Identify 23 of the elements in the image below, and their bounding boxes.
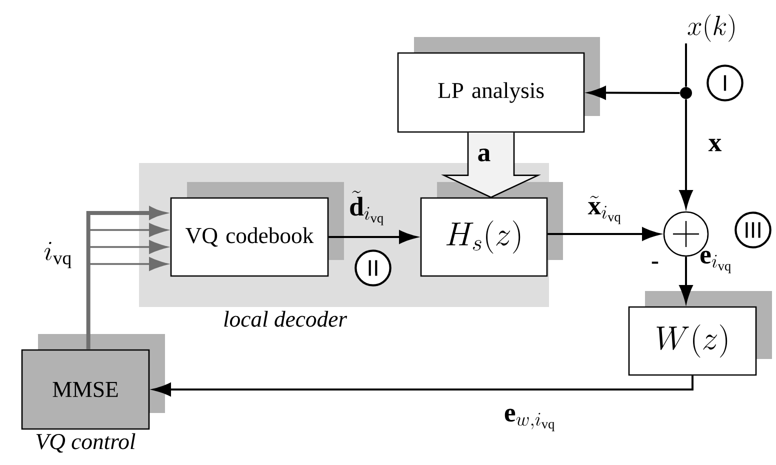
junction-dot bbox=[680, 87, 692, 99]
edge-label: $\tilde{\mathbf{d}}_{i_\mathrm{vq}}$ bbox=[350, 190, 384, 226]
block-box: MMSE VQ control bbox=[21, 334, 165, 453]
edge-label: $\mathbf{e}_{w,i_\mathrm{vq}}$ bbox=[504, 408, 554, 432]
block-box: $W(z)$ bbox=[628, 291, 772, 376]
edge-label: $\tilde{\mathbf{x}}_{i_\mathrm{vq}}$ bbox=[588, 196, 621, 224]
circled-numeral: III bbox=[734, 212, 772, 248]
block-box: VQ codebook bbox=[170, 182, 344, 277]
edge-label: $\mathbf{e}_{i_\mathrm{vq}}$ bbox=[700, 250, 731, 274]
block-box: $H_s(z)$ bbox=[420, 182, 563, 277]
edge-label: $i_\mathrm{vq}$ bbox=[44, 242, 72, 268]
sign-label: - bbox=[652, 262, 658, 264]
node-label: MMSE bbox=[52, 382, 118, 398]
circled-numeral: I bbox=[706, 64, 744, 102]
block-box: LP analysis bbox=[397, 37, 600, 133]
input-label: $x(k)$ bbox=[688, 14, 734, 42]
hollow-arrow bbox=[441, 132, 541, 198]
edge-label: $\mathbf{a}$ bbox=[478, 148, 490, 162]
node-label: VQ control bbox=[36, 433, 136, 453]
arrow-bundle bbox=[86, 207, 168, 350]
node-label: local decoder bbox=[224, 310, 348, 327]
edge-label: $\mathbf{x}$ bbox=[708, 138, 722, 152]
circled-numeral: II bbox=[354, 250, 392, 286]
